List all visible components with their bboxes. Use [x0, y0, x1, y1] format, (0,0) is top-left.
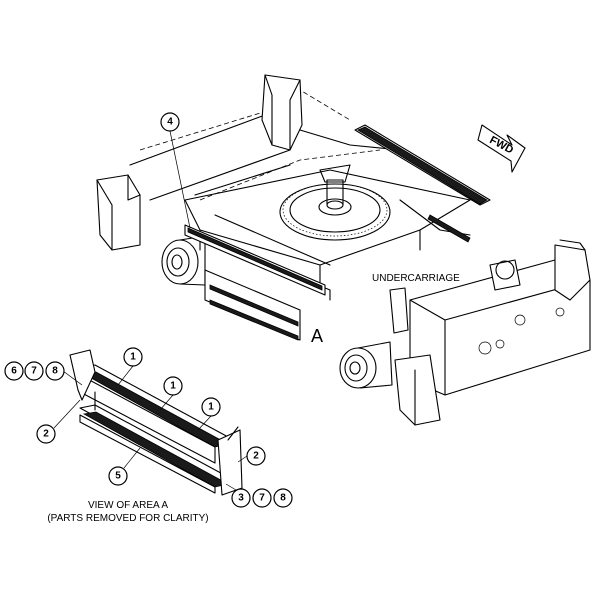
svg-text:4: 4: [167, 117, 173, 128]
callout-6: 6: [4, 361, 24, 381]
callout-7-top: 7: [24, 361, 44, 381]
callout-2-right: 2: [237, 446, 266, 466]
frame-step-right: [354, 124, 491, 243]
svg-text:2: 2: [253, 451, 259, 462]
rear-left-travel-motor: [161, 235, 206, 286]
front-right-travel-motor: [339, 341, 393, 389]
view-title: VIEW OF AREA A: [88, 500, 168, 511]
view-subtitle: (PARTS REMOVED FOR CLARITY): [47, 513, 208, 524]
callout-8-top: 8: [45, 361, 83, 386]
frame-step-left: [184, 224, 326, 341]
svg-text:6: 6: [11, 366, 17, 377]
callout-1-left: 1: [117, 347, 143, 386]
area-a-marker: A: [311, 326, 323, 346]
svg-text:1: 1: [208, 402, 214, 413]
callout-2-left: 2: [36, 399, 81, 444]
callout-4: 4: [160, 112, 191, 229]
svg-text:8: 8: [52, 366, 58, 377]
callout-1-right: 1: [197, 397, 221, 431]
callout-3: 3: [225, 483, 251, 508]
svg-text:8: 8: [280, 493, 286, 504]
undercarriage-frame: [96, 74, 591, 426]
svg-text:7: 7: [259, 493, 265, 504]
svg-text:1: 1: [170, 381, 176, 392]
svg-text:2: 2: [43, 429, 49, 440]
callout-1-middle: 1: [159, 376, 183, 411]
callout-8-bottom: 8: [273, 488, 293, 508]
detail-view-area-a: [69, 349, 243, 496]
undercarriage-label: UNDERCARRIAGE: [372, 273, 460, 284]
svg-text:7: 7: [31, 366, 37, 377]
callout-5: 5: [108, 447, 141, 486]
callout-7-bottom: 7: [252, 488, 272, 508]
svg-text:5: 5: [115, 471, 121, 482]
svg-text:1: 1: [130, 352, 136, 363]
svg-text:3: 3: [238, 493, 244, 504]
fwd-arrow-icon: FWD: [477, 124, 526, 173]
